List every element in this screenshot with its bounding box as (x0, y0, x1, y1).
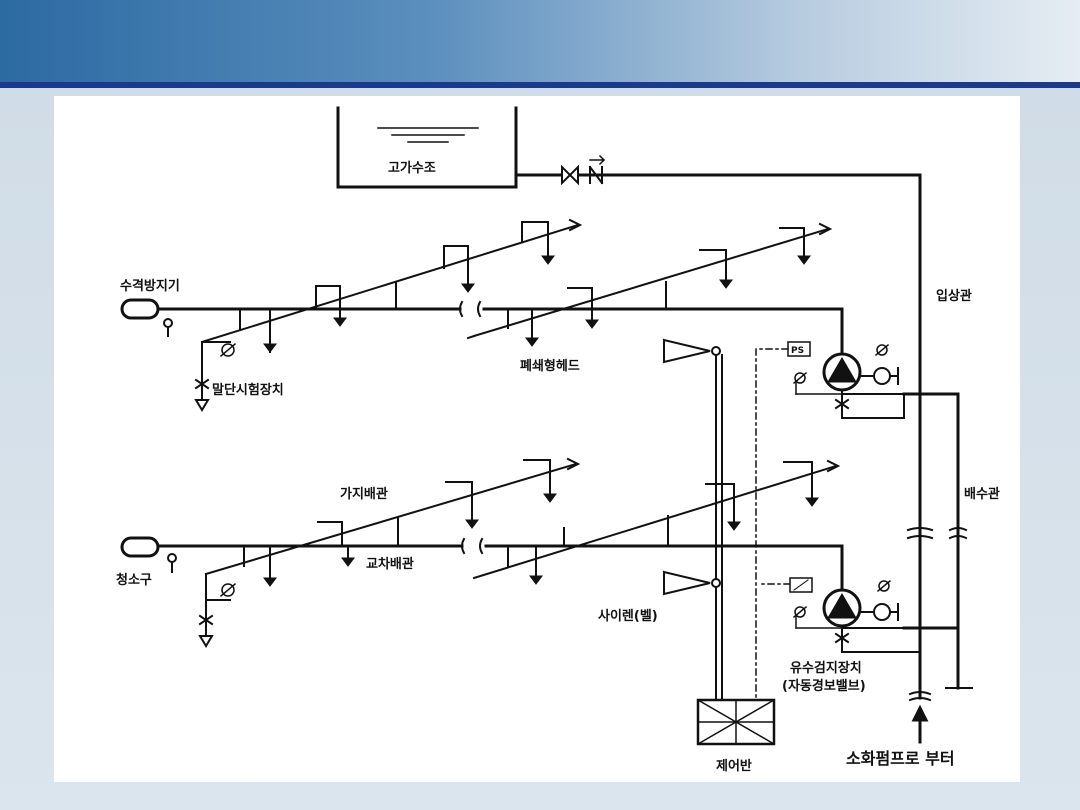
riser-break-mark (906, 527, 934, 540)
fire-pump-source-label: 소화펌프로 부터 (846, 749, 955, 768)
elevated-tank-label: 고가수조 (388, 161, 436, 176)
closed-head-label: 폐쇄형헤드 (520, 358, 580, 374)
siren-upper (663, 338, 723, 701)
banner-divider (0, 82, 1080, 88)
pressure-switch-upper: PS (791, 346, 804, 356)
upper-sprinkler-system (120, 218, 844, 412)
alarm-valve-label-1: 유수검지장치 (790, 660, 862, 676)
upper-alarm-valve (787, 341, 905, 419)
lower-sprinkler-system (120, 457, 844, 648)
lower-alarm-valve (789, 577, 921, 653)
branch-pipe-label: 가지배관 (340, 486, 388, 502)
signal-line-upper (755, 348, 789, 701)
control-panel-label: 제어반 (716, 758, 752, 774)
drain-pipe (902, 392, 973, 690)
control-panel (696, 698, 776, 746)
drain-pipe-label: 배수관 (964, 486, 1000, 502)
riser-label: 입상관 (936, 288, 972, 304)
siren-lower (663, 570, 721, 596)
water-hammer-arrester-label: 수격방지기 (120, 278, 180, 294)
siren-label: 사이렌(벨) (598, 608, 658, 624)
elevated-water-tank (336, 106, 518, 189)
tank-supply-pipe (514, 154, 922, 700)
cleanout-label: 청소구 (116, 572, 152, 588)
end-test-device-label: 말단시험장치 (212, 382, 284, 398)
title-banner (0, 0, 1080, 84)
fire-pump-arrow (908, 691, 932, 744)
alarm-valve-label-2: (자동경보밸브) (782, 678, 866, 694)
diagram-panel (54, 96, 1020, 782)
cross-main-label: 교차배관 (366, 556, 414, 572)
